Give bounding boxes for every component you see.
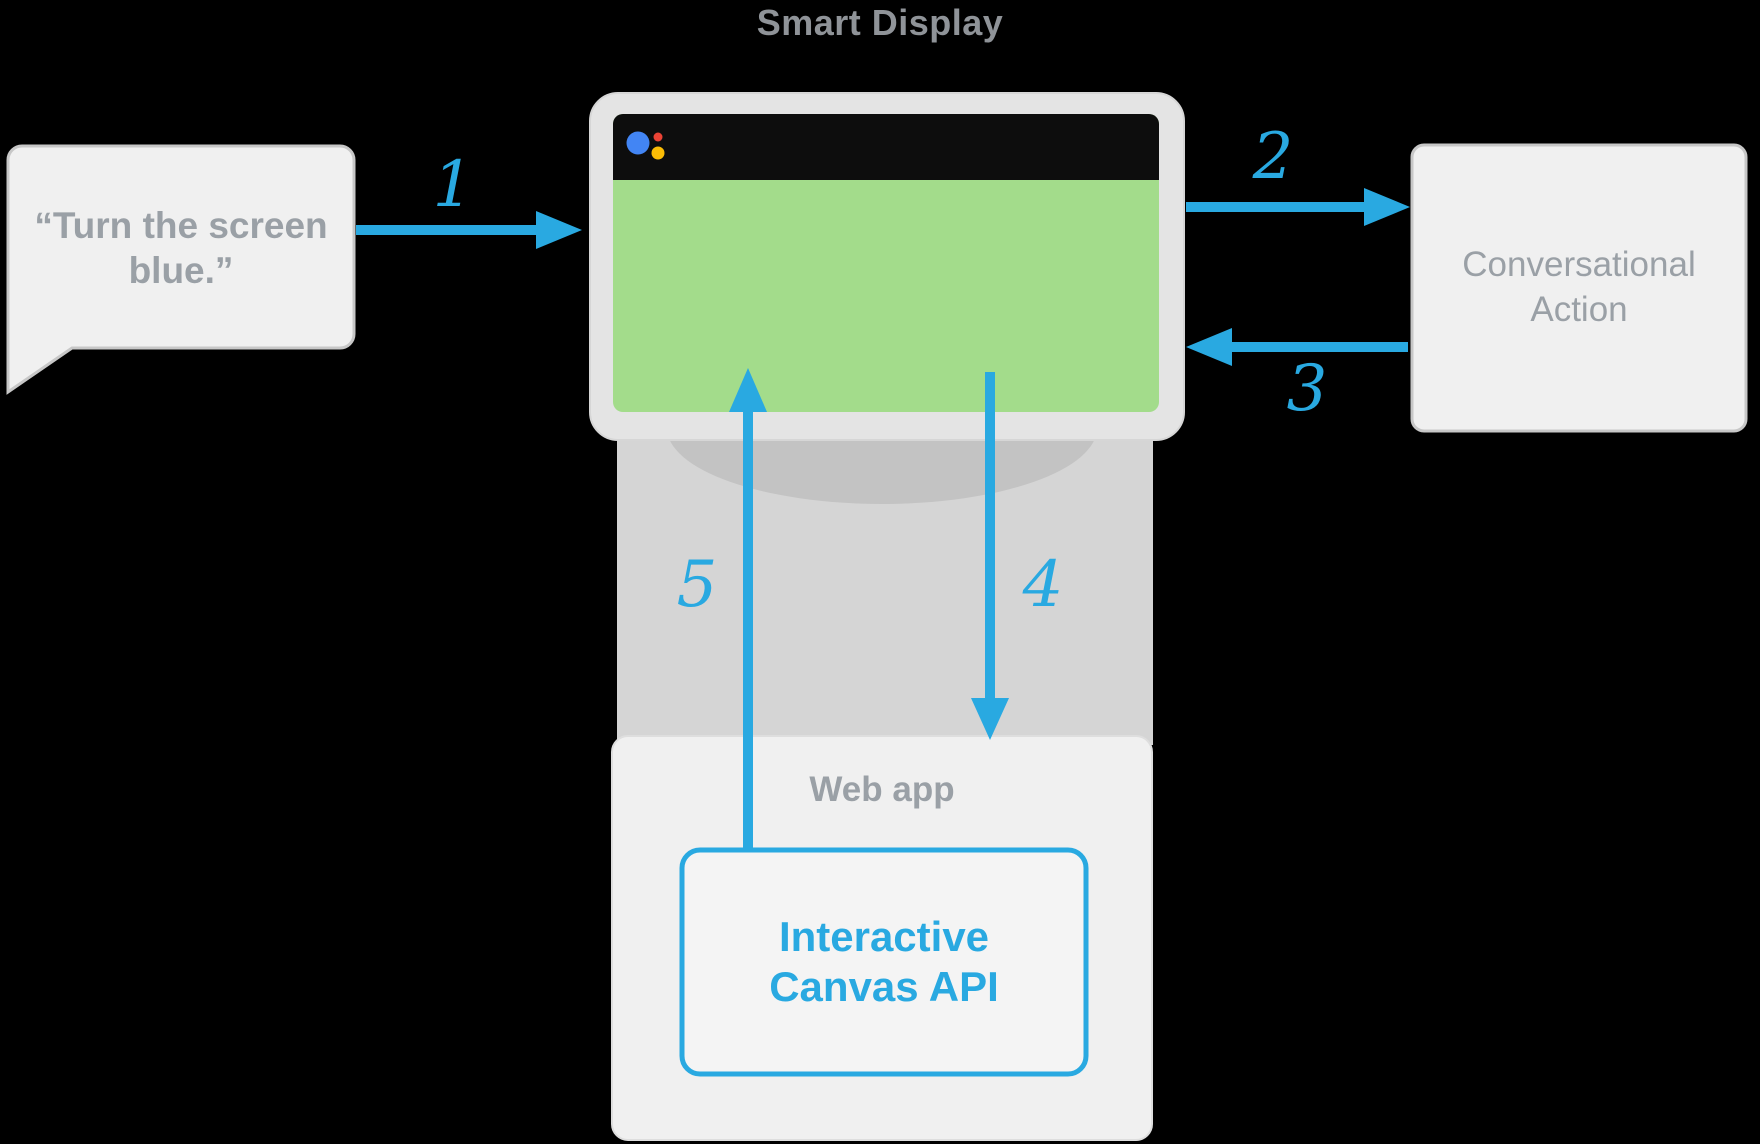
smart-display-screen [613,114,1159,412]
interactive-canvas-label-line2: Canvas API [769,963,999,1010]
arrows [356,188,1410,848]
step-number-1: 1 [432,148,474,222]
speech-bubble [6,144,356,395]
step-number-5: 5 [676,548,718,622]
assistant-dot-red [653,132,663,142]
step-number-2: 2 [1252,120,1294,194]
interactive-canvas-label-line1: Interactive [778,912,990,960]
google-assistant-logo-icon [626,131,665,160]
interactive-canvas-box [679,847,1089,1077]
arrow-step-1 [356,211,582,249]
step-number-4: 4 [1022,548,1064,622]
arrow-step-2 [1186,188,1410,226]
screen-status-bar-bottom [613,150,1159,180]
conversational-action-box [1410,143,1748,433]
assistant-dot-blue [626,131,650,155]
speech-bubble-text: “Turn the screen blue.” [34,204,328,291]
arrow-step-3 [1186,328,1408,366]
arrow-step-4 [971,372,1009,740]
web-app-label: Web app [809,770,955,809]
conversational-action-label: Conversational Action [1462,245,1696,329]
arrow-step-5 [729,368,767,848]
step-number-3: 3 [1286,352,1328,426]
interactive-canvas-label: Interactive Canvas API [682,850,1086,1074]
diagram-title: Smart Display [756,2,1004,43]
assistant-dot-yellow [651,146,665,160]
